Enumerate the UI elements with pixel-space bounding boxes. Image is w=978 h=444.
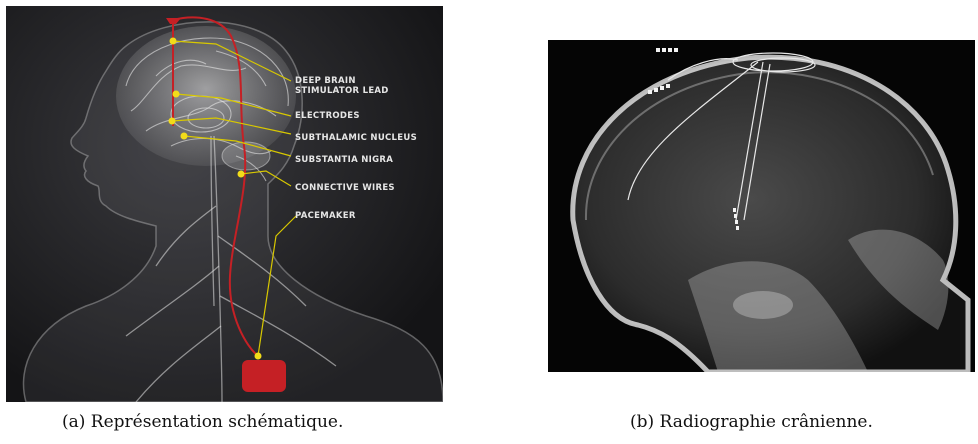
xray-drawing [548, 40, 975, 372]
caption-panel-b: (b) Radiographie crânienne. [630, 412, 873, 432]
label-deep-brain: DEEP BRAIN [295, 76, 356, 86]
caption-panel-a: (a) Représentation schématique. [62, 412, 343, 432]
schematic-drawing: DEEP BRAIN STIMULATOR LEAD ELECTRODES SU… [6, 6, 443, 402]
pacemaker-device [242, 360, 286, 392]
schematic-illustration: DEEP BRAIN STIMULATOR LEAD ELECTRODES SU… [6, 6, 443, 402]
label-stimulator-lead: STIMULATOR LEAD [295, 86, 389, 96]
cranial-xray-image [548, 40, 975, 372]
label-pacemaker: PACEMAKER [295, 211, 356, 221]
label-electrodes: ELECTRODES [295, 111, 360, 121]
label-connective-wires: CONNECTIVE WIRES [295, 183, 395, 193]
label-substantia-nigra: SUBSTANTIA NIGRA [295, 155, 393, 165]
label-subthalamic-nucleus: SUBTHALAMIC NUCLEUS [295, 133, 417, 143]
